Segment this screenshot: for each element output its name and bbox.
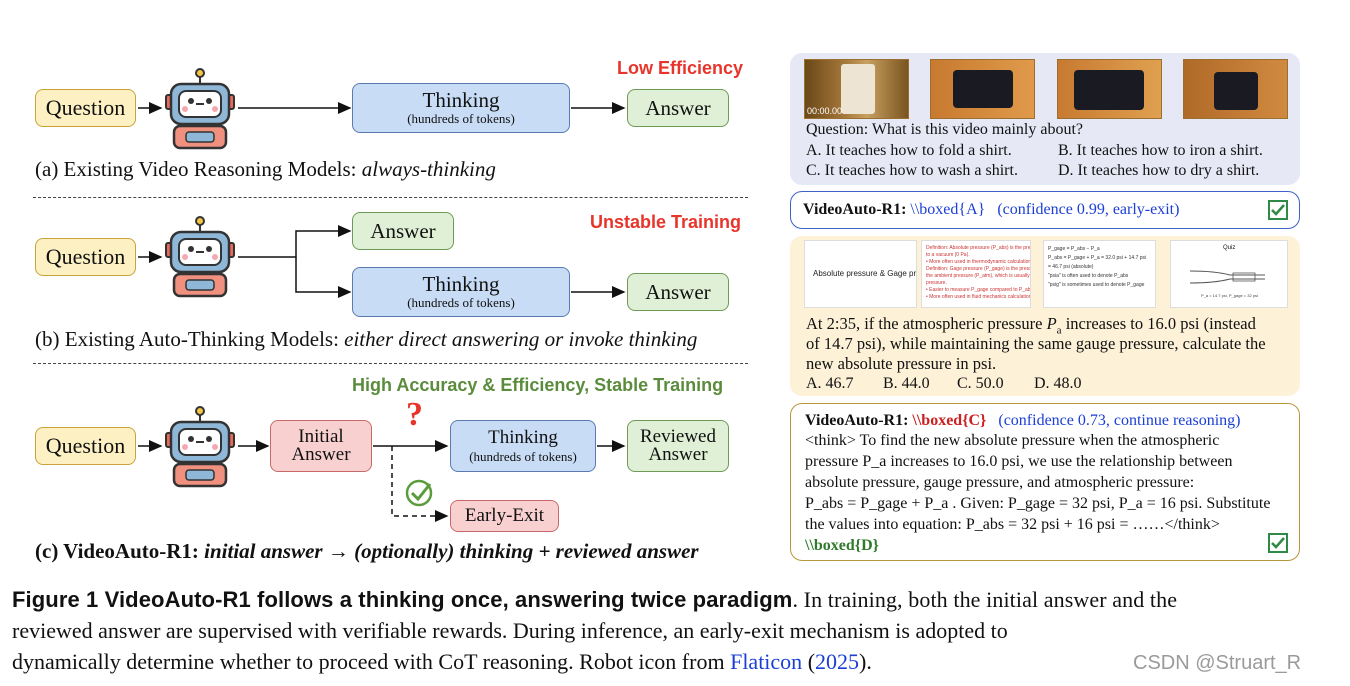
result-line: VideoAuto-R1: \\boxed{C} (confidence 0.7… xyxy=(805,411,1241,431)
slide-text-line: "psig" is sometimes used to denote P_gag… xyxy=(1048,282,1145,288)
robot-icon xyxy=(165,68,235,150)
initial-answer-box: Initial Answer xyxy=(270,420,372,472)
option: D. 48.0 xyxy=(1034,375,1082,392)
video-frame xyxy=(930,59,1035,119)
video-question: Question: What is this video mainly abou… xyxy=(806,121,1083,138)
lecture-question-line: new absolute pressure in psi. xyxy=(806,354,997,373)
reasoning-line: <think> To find the new absolute pressur… xyxy=(805,432,1220,449)
thinking-label: Thinking xyxy=(488,427,558,448)
early-exit-box: Early-Exit xyxy=(450,500,559,532)
option: C. 50.0 xyxy=(957,375,1004,392)
video-frame xyxy=(1183,59,1288,119)
video-timestamp: 00:00.00 xyxy=(807,106,843,116)
slide-text-line: "psia" is often used to denote P_abs xyxy=(1048,273,1129,279)
option: B. It teaches how to iron a shirt. xyxy=(1058,142,1263,159)
divider xyxy=(33,363,748,364)
diagram-arrows xyxy=(138,102,626,522)
divider xyxy=(33,197,748,198)
question-rest: increases to 16.0 psi (instead xyxy=(1061,314,1256,333)
lecture-slide: Quiz P_a = 14.7 psi, P_gage = 32 psi xyxy=(1170,240,1288,308)
flaticon-link[interactable]: Flaticon xyxy=(730,649,803,674)
question-box: Question xyxy=(35,89,136,127)
reasoning-line: pressure P_a increases to 16.0 psi, we u… xyxy=(805,453,1233,470)
boxed-answer: \\boxed{C} xyxy=(912,412,987,429)
math-subscript: a xyxy=(1056,324,1062,337)
slide-text-line: • Easier to measure P_gage compared to P… xyxy=(926,287,1031,293)
slide-text-line: pressure. xyxy=(926,280,947,286)
caption-a: (a) Existing Video Reasoning Models: alw… xyxy=(35,157,496,181)
checkbox-icon xyxy=(1268,200,1288,220)
answer-box: Answer xyxy=(627,273,729,311)
thinking-box: Thinking (hundreds of tokens) xyxy=(352,267,570,317)
option: A. It teaches how to fold a shirt. xyxy=(806,142,1012,159)
lecture-slide: Absolute pressure & Gage pressure xyxy=(804,240,917,308)
thinking-sublabel: (hundreds of tokens) xyxy=(469,449,577,464)
tag-unstable-training: Unstable Training xyxy=(590,212,742,232)
reviewed-answer-line: Reviewed xyxy=(640,426,716,447)
final-boxed-answer: \\boxed{D} xyxy=(805,537,879,554)
video-frame: 00:00.00 xyxy=(804,59,909,119)
lecture-question-line: of 14.7 psi), while maintaining the same… xyxy=(806,334,1266,353)
citation-link[interactable]: 2025 xyxy=(815,649,860,674)
figure-caption-line: Figure 1 VideoAuto-R1 follows a thinking… xyxy=(12,587,1178,612)
confidence-text: (confidence 0.73, continue reasoning) xyxy=(998,412,1241,429)
answer-box: Answer xyxy=(627,89,729,127)
tag-low-efficiency: Low Efficiency xyxy=(617,58,744,78)
slide-text-line: Definition: Gage pressure (P_gage) is th… xyxy=(926,266,1031,272)
caption-b: (b) Existing Auto-Thinking Models: eithe… xyxy=(35,327,698,351)
thinking-sublabel: (hundreds of tokens) xyxy=(407,295,515,310)
question-box: Question xyxy=(35,427,136,465)
thinking-box: Thinking (hundreds of tokens) xyxy=(450,420,596,472)
thinking-box: Thinking (hundreds of tokens) xyxy=(352,83,570,133)
result-line: VideoAuto-R1: \\boxed{A} (confidence 0.9… xyxy=(803,200,1179,220)
robot-icon xyxy=(165,406,235,488)
option: A. 46.7 xyxy=(806,375,854,392)
reviewed-answer-line: Answer xyxy=(648,444,708,465)
slide-text-line: • More often used in fluid mechanics cal… xyxy=(926,294,1031,300)
model-label: VideoAuto-R1: xyxy=(803,201,907,218)
question-box: Question xyxy=(35,238,136,276)
result-panel-1: VideoAuto-R1: \\boxed{A} (confidence 0.9… xyxy=(790,191,1300,229)
slide-text-line: Definition: Absolute pressure (P_abs) is… xyxy=(926,245,1031,251)
thinking-label: Thinking xyxy=(422,272,500,296)
initial-answer-line: Initial xyxy=(298,426,344,447)
tag-high-accuracy: High Accuracy & Efficiency, Stable Train… xyxy=(352,375,724,395)
option: B. 44.0 xyxy=(883,375,930,392)
reasoning-line: P_abs = P_gage + P_a . Given: P_gage = 3… xyxy=(805,495,1271,512)
lecture-question-line: At 2:35, if the atmospheric pressure Pa … xyxy=(806,314,1256,337)
caption-c: (c) VideoAuto-R1: initial answer → (opti… xyxy=(35,539,699,563)
slide-text-line: P_gage = P_abs − P_a xyxy=(1048,246,1100,252)
model-label: VideoAuto-R1: xyxy=(805,412,909,429)
reviewed-answer-box: Reviewed Answer xyxy=(627,420,729,472)
option: C. It teaches how to wash a shirt. xyxy=(806,162,1018,179)
initial-answer-line: Answer xyxy=(291,444,351,465)
slide-text-line: to a vacuum (0 Pa). xyxy=(926,252,970,258)
checkbox-icon xyxy=(1268,533,1288,553)
slide-text-line: = 46.7 psi (absolute) xyxy=(1048,264,1094,270)
confidence-text: (confidence 0.99, early-exit) xyxy=(997,201,1180,218)
reasoning-line: the values into equation: P_abs = 32 psi… xyxy=(805,516,1220,533)
result-panel-2: VideoAuto-R1: \\boxed{C} (confidence 0.7… xyxy=(790,403,1300,561)
thinking-label: Thinking xyxy=(422,88,500,112)
slide-text-line: P_abs = P_gage + P_a = 32.0 psi + 14.7 p… xyxy=(1048,255,1147,261)
video-question-panel: 00:00.00 Question: What is this video ma… xyxy=(790,53,1300,185)
video-frame xyxy=(1057,59,1162,119)
watermark: CSDN @Struart_R xyxy=(1133,652,1302,674)
check-circle-icon xyxy=(405,479,433,507)
thinking-sublabel: (hundreds of tokens) xyxy=(407,111,515,126)
boxed-answer: \\boxed{A} xyxy=(910,201,986,218)
figure-caption-line: reviewed answer are supervised with veri… xyxy=(12,618,1008,643)
direct-answer-box: Answer xyxy=(352,212,454,250)
question-mark-icon: ? xyxy=(406,396,423,433)
slide-text-line: • More often used in thermodynamic calcu… xyxy=(926,259,1031,265)
figure-caption-line: dynamically determine whether to proceed… xyxy=(12,649,872,674)
reasoning-line: absolute pressure, gauge pressure, and a… xyxy=(805,474,1195,491)
option: D. It teaches how to dry a shirt. xyxy=(1058,162,1260,179)
slide-text-line: the ambient pressure (P_atm), which is u… xyxy=(926,273,1031,279)
lecture-slide: Definition: Absolute pressure (P_abs) is… xyxy=(921,240,1031,308)
robot-icon xyxy=(165,216,235,298)
math-variable: P xyxy=(1046,314,1057,333)
lecture-question-panel: Absolute pressure & Gage pressure Defini… xyxy=(790,236,1300,396)
